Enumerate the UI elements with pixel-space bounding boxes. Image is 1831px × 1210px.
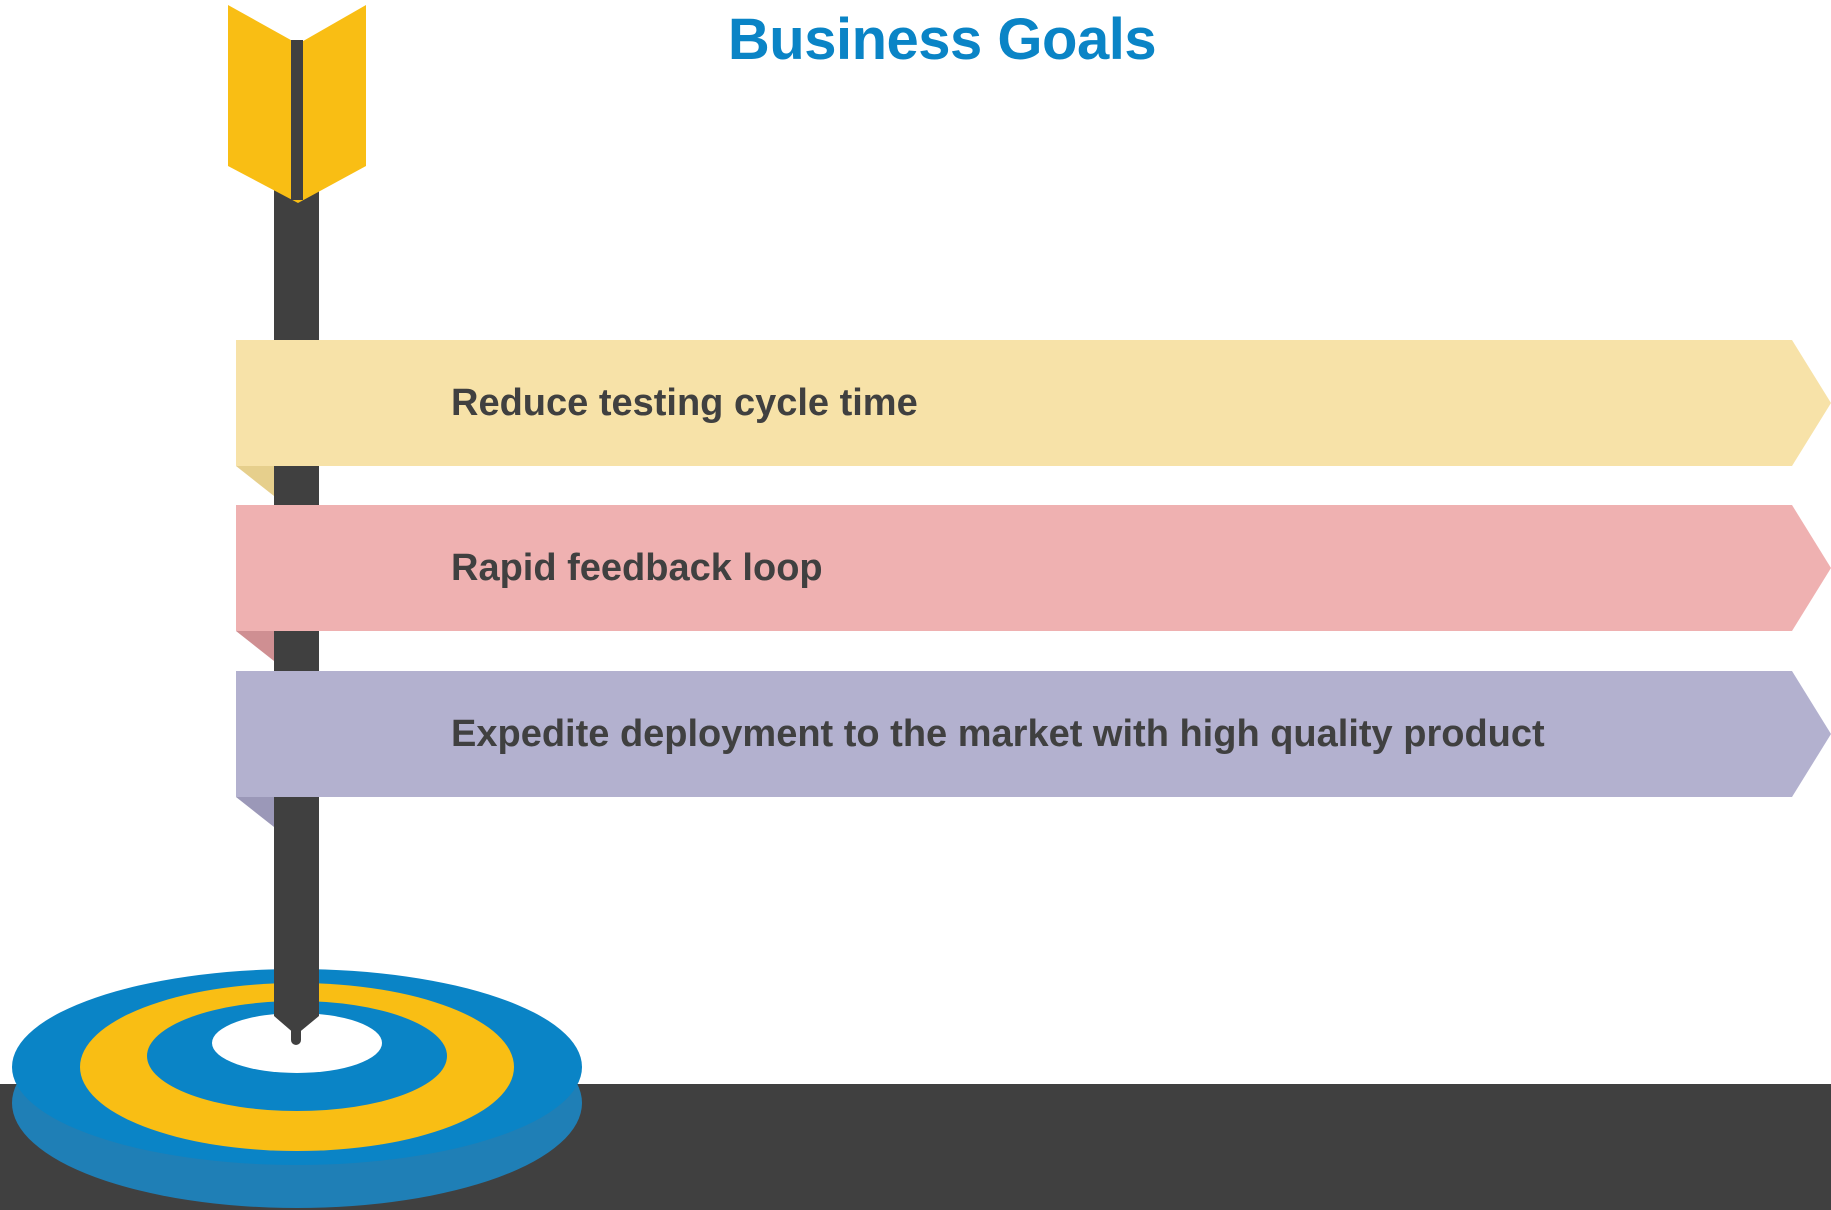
- goal-banner-fold: [236, 466, 274, 496]
- target-icon: [12, 969, 582, 1208]
- goal-banner-2: [236, 505, 1831, 631]
- goal-label-1: Reduce testing cycle time: [451, 382, 918, 424]
- goal-label-3: Expedite deployment to the market with h…: [451, 713, 1545, 755]
- goal-banners: [236, 340, 1831, 827]
- goal-banner-3: [236, 671, 1831, 797]
- goal-banner-fold: [236, 631, 274, 661]
- page-title: Business Goals: [727, 7, 1157, 72]
- arrow-fletching: [228, 5, 298, 203]
- goal-banner-fold: [236, 797, 274, 827]
- goal-label-2: Rapid feedback loop: [451, 547, 823, 589]
- goal-banner-1: [236, 340, 1831, 466]
